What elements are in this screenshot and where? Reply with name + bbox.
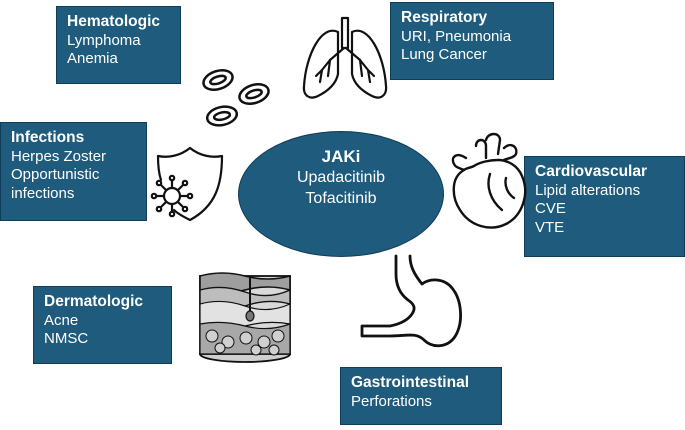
infections-title: Infections xyxy=(11,129,85,146)
dermatologic-item-2: NMSC xyxy=(44,330,89,348)
respiratory-item-1: URI, Pneumonia xyxy=(401,27,512,45)
hematologic-item-1: Lymphoma xyxy=(67,31,141,49)
gastrointestinal-title: Gastrointestinal xyxy=(351,374,469,391)
respiratory-box: Respiratory URI, Pneumonia Lung Cancer xyxy=(390,2,554,80)
gastrointestinal-box: Gastrointestinal Perforations xyxy=(340,367,502,425)
gastrointestinal-item-1: Perforations xyxy=(351,392,432,410)
lungs-icon xyxy=(302,16,388,99)
cardiovascular-item-3: VTE xyxy=(535,218,565,236)
dermatologic-title: Dermatologic xyxy=(44,293,144,310)
skin-layers-icon xyxy=(199,272,291,363)
infections-item-3: infections xyxy=(11,184,75,202)
center-jak-inhibitors: JAKi Upadacitinib Tofacitinib xyxy=(238,131,444,257)
cardiovascular-item-1: Lipid alterations xyxy=(535,181,641,199)
dermatologic-box: Dermatologic Acne NMSC xyxy=(33,286,172,364)
cardiovascular-item-2: CVE xyxy=(535,200,566,218)
stomach-icon xyxy=(360,254,462,348)
heart-icon xyxy=(451,132,527,229)
red-blood-cells-icon xyxy=(202,69,270,127)
hematologic-item-2: Anemia xyxy=(67,50,118,68)
respiratory-item-2: Lung Cancer xyxy=(401,46,487,64)
hematologic-box: Hematologic Lymphoma Anemia xyxy=(56,6,181,84)
center-drug-1: Upadacitinib xyxy=(296,169,386,187)
hematologic-title: Hematologic xyxy=(67,13,161,30)
center-title: JAKi xyxy=(321,147,361,166)
cardiovascular-box: Cardiovascular Lipid alterations CVE VTE xyxy=(524,156,685,257)
shield-virus-icon xyxy=(150,146,224,222)
cardiovascular-title: Cardiovascular xyxy=(535,163,647,180)
respiratory-title: Respiratory xyxy=(401,9,488,26)
dermatologic-item-1: Acne xyxy=(44,311,79,329)
infections-item-1: Herpes Zoster xyxy=(11,147,107,165)
infections-box: Infections Herpes Zoster Opportunistic i… xyxy=(0,122,147,221)
infections-item-2: Opportunistic xyxy=(11,166,100,184)
center-drug-2: Tofacitinib xyxy=(305,189,377,207)
